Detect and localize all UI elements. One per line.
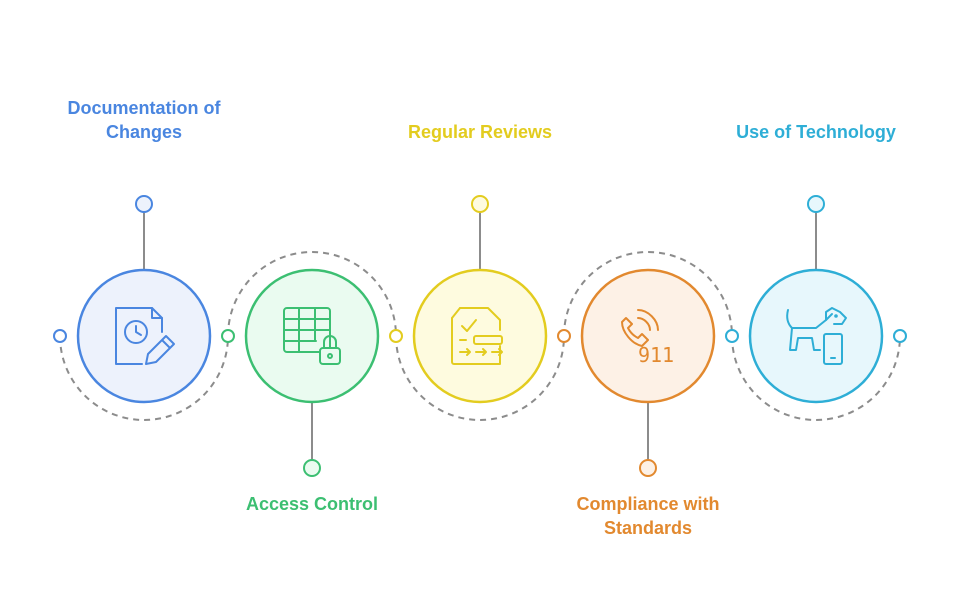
label-line: Regular Reviews xyxy=(407,122,553,142)
dog-phone-icon xyxy=(786,307,847,365)
stem-dot-compliance xyxy=(639,459,657,477)
step-reviews xyxy=(412,268,548,404)
phone-911-icon: 911 xyxy=(621,309,674,367)
label-line: Changes xyxy=(105,122,183,142)
junction-dot-6 xyxy=(893,329,907,343)
circle-access xyxy=(244,268,380,404)
dashed-connectors xyxy=(53,251,907,421)
stem-dot-reviews xyxy=(471,195,489,213)
label-access: Access Control xyxy=(202,492,422,516)
label-technology: Use of Technology xyxy=(706,120,926,144)
dashed-arc-2 xyxy=(227,251,397,337)
junction-dot-2 xyxy=(221,329,235,343)
junction-dot-5 xyxy=(725,329,739,343)
label-reviews: Regular Reviews xyxy=(370,120,590,144)
step-access xyxy=(244,268,380,404)
dog-eye xyxy=(834,314,838,318)
stem-dot-technology xyxy=(807,195,825,213)
step-documentation xyxy=(76,268,212,404)
checklist-arrows-icon xyxy=(451,307,503,365)
stem-dot-access xyxy=(303,459,321,477)
junction-dot-3 xyxy=(389,329,403,343)
label-line: Documentation of xyxy=(67,98,221,118)
label-line: Use of Technology xyxy=(736,122,896,142)
junction-dot-4 xyxy=(557,329,571,343)
label-line: Standards xyxy=(603,518,693,538)
label-line: Access Control xyxy=(245,494,379,514)
dashed-arc-4 xyxy=(563,251,733,337)
label-stems xyxy=(135,195,825,477)
step-technology xyxy=(748,268,884,404)
circle-technology xyxy=(748,268,884,404)
step-compliance: 911 xyxy=(580,268,716,404)
dashed-arc-5 xyxy=(731,335,901,421)
circle-compliance xyxy=(580,268,716,404)
junction-dot-1 xyxy=(53,329,67,343)
step-circles: 911 xyxy=(76,268,884,404)
dashed-arc-3 xyxy=(395,335,565,421)
dashed-arc-1 xyxy=(59,335,229,421)
stem-dot-documentation xyxy=(135,195,153,213)
document-clock-pencil-icon xyxy=(115,307,175,365)
label-line: Compliance with xyxy=(576,494,720,514)
label-documentation: Documentation of Changes xyxy=(34,96,254,144)
icon-911-text: 911 xyxy=(638,343,674,367)
table-lock-icon xyxy=(283,307,341,365)
circle-documentation xyxy=(76,268,212,404)
